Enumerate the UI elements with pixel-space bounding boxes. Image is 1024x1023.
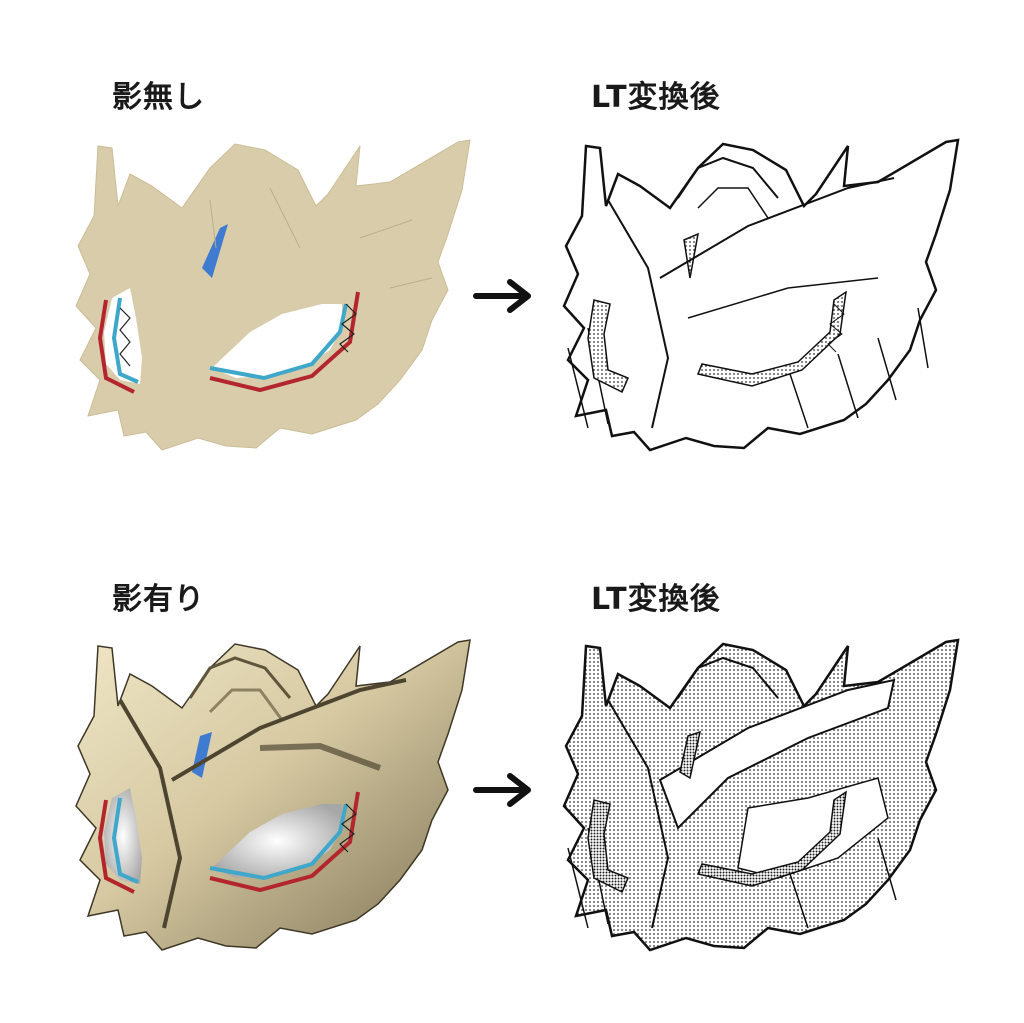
label-no-shadow-after: LT変換後: [591, 80, 721, 115]
right-arrow-icon: [470, 276, 536, 316]
mask-flat-image: [60, 128, 480, 468]
label-no-shadow: 影無し: [112, 80, 205, 115]
mask-screentone-image: [548, 628, 968, 968]
mask-lineart-image: [548, 128, 968, 468]
right-arrow-icon: [470, 770, 536, 810]
label-with-shadow: 影有り: [112, 582, 205, 617]
mask-shaded-image: [60, 628, 480, 968]
label-with-shadow-after: LT変換後: [591, 582, 721, 617]
